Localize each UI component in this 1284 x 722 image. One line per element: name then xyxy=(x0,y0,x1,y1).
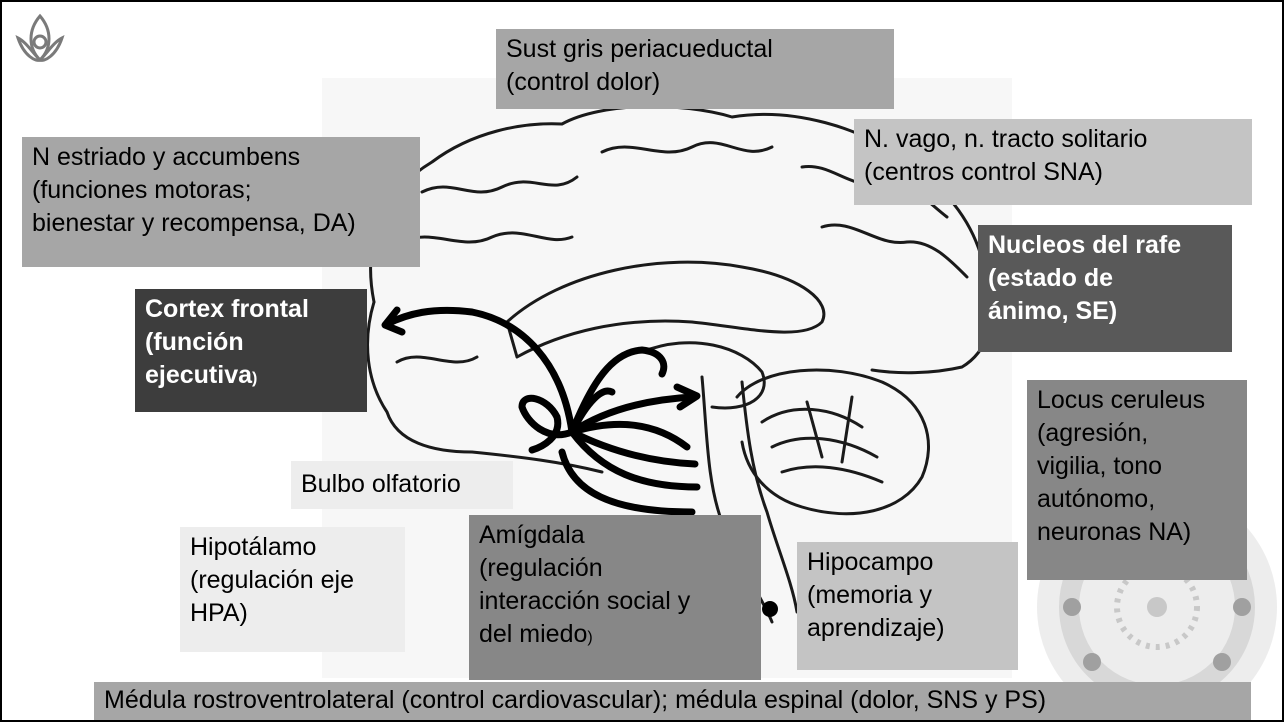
nucleos-rafe-box: Nucleos del rafe (estado de ánimo, SE) xyxy=(978,225,1232,352)
amigdala-text: Amígdala (regulación interacción social … xyxy=(479,521,690,648)
brainstem-dot xyxy=(762,601,778,617)
cortex-frontal-text: Cortex frontal (función ejecutiva xyxy=(145,295,309,389)
hipocampo-box: Hipocampo (memoria y aprendizaje) xyxy=(797,542,1018,670)
sust-gris-box: Sust gris periacueductal (control dolor) xyxy=(496,29,894,109)
amigdala-paren: ) xyxy=(587,629,592,646)
n-estriado-box: N estriado y accumbens (funciones motora… xyxy=(22,137,420,267)
medula-box: Médula rostroventrolateral (control card… xyxy=(94,682,1251,722)
hipotalamo-box: Hipotálamo (regulación eje HPA) xyxy=(180,527,405,652)
locus-ceruleus-box: Locus ceruleus (agresión, vigilia, tono … xyxy=(1027,380,1247,580)
n-vago-box: N. vago, n. tracto solitario (centros co… xyxy=(854,119,1252,205)
bulbo-olfatorio-box: Bulbo olfatorio xyxy=(291,461,513,509)
cortex-frontal-paren: ) xyxy=(252,370,257,387)
cortex-frontal-box: Cortex frontal (función ejecutiva) xyxy=(135,289,367,412)
amigdala-box: Amígdala (regulación interacción social … xyxy=(469,515,761,680)
